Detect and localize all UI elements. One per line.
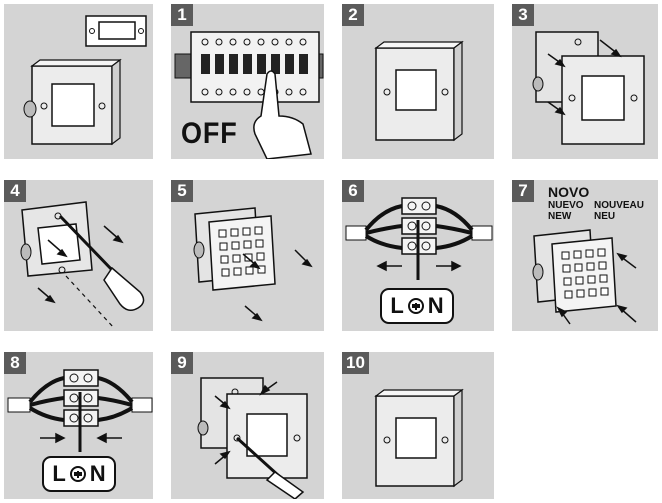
switch-plate-illustration — [342, 4, 494, 159]
step-number-badge: 9 — [171, 352, 193, 374]
panel-step-1: 1 OFF — [171, 4, 324, 159]
step-number-badge: 10 — [342, 352, 369, 374]
panel-step-9: 9 — [171, 352, 324, 499]
step-number-badge: 8 — [4, 352, 26, 374]
new-label-de: NEU — [594, 211, 615, 222]
panel-step-3: 3 — [512, 4, 658, 159]
new-label-en: NEW — [548, 211, 571, 222]
step-number-badge: 6 — [342, 180, 364, 202]
panel-step-8: 8 L N — [4, 352, 153, 499]
step-number-badge: 4 — [4, 180, 26, 202]
step-number-badge: 2 — [342, 4, 364, 26]
remove-cover-illustration — [512, 4, 658, 159]
panel-overview — [4, 4, 153, 159]
panel-step-6: 6 L N — [342, 180, 494, 331]
live-terminal-label: L — [52, 461, 65, 487]
earth-icon — [70, 466, 86, 482]
neutral-terminal-label: N — [428, 293, 444, 319]
product-overview-illustration — [4, 4, 153, 159]
step-number-badge: 3 — [512, 4, 534, 26]
panel-step-7: 7 NOVO NUEVO NOUVEAU NEW NEU — [512, 180, 658, 331]
finished-plate-illustration — [342, 352, 494, 499]
panel-step-2: 2 — [342, 4, 494, 159]
new-label-es: NUEVO — [548, 200, 584, 211]
pull-module-illustration — [171, 180, 324, 331]
fix-cover-illustration — [171, 352, 324, 499]
new-label-pt: NOVO — [548, 184, 589, 200]
off-label: OFF — [181, 117, 238, 151]
live-earth-neutral-label: L N — [380, 288, 454, 324]
panel-step-10: 10 — [342, 352, 494, 499]
step-number-badge: 1 — [171, 4, 193, 26]
live-earth-neutral-label: L N — [42, 456, 116, 492]
panel-step-5: 5 — [171, 180, 324, 331]
unscrew-module-illustration — [4, 180, 153, 331]
earth-icon — [408, 298, 424, 314]
panel-step-4: 4 — [4, 180, 153, 331]
live-terminal-label: L — [390, 293, 403, 319]
step-number-badge: 5 — [171, 180, 193, 202]
step-number-badge: 7 — [512, 180, 534, 202]
new-label-fr: NOUVEAU — [594, 200, 644, 211]
neutral-terminal-label: N — [90, 461, 106, 487]
